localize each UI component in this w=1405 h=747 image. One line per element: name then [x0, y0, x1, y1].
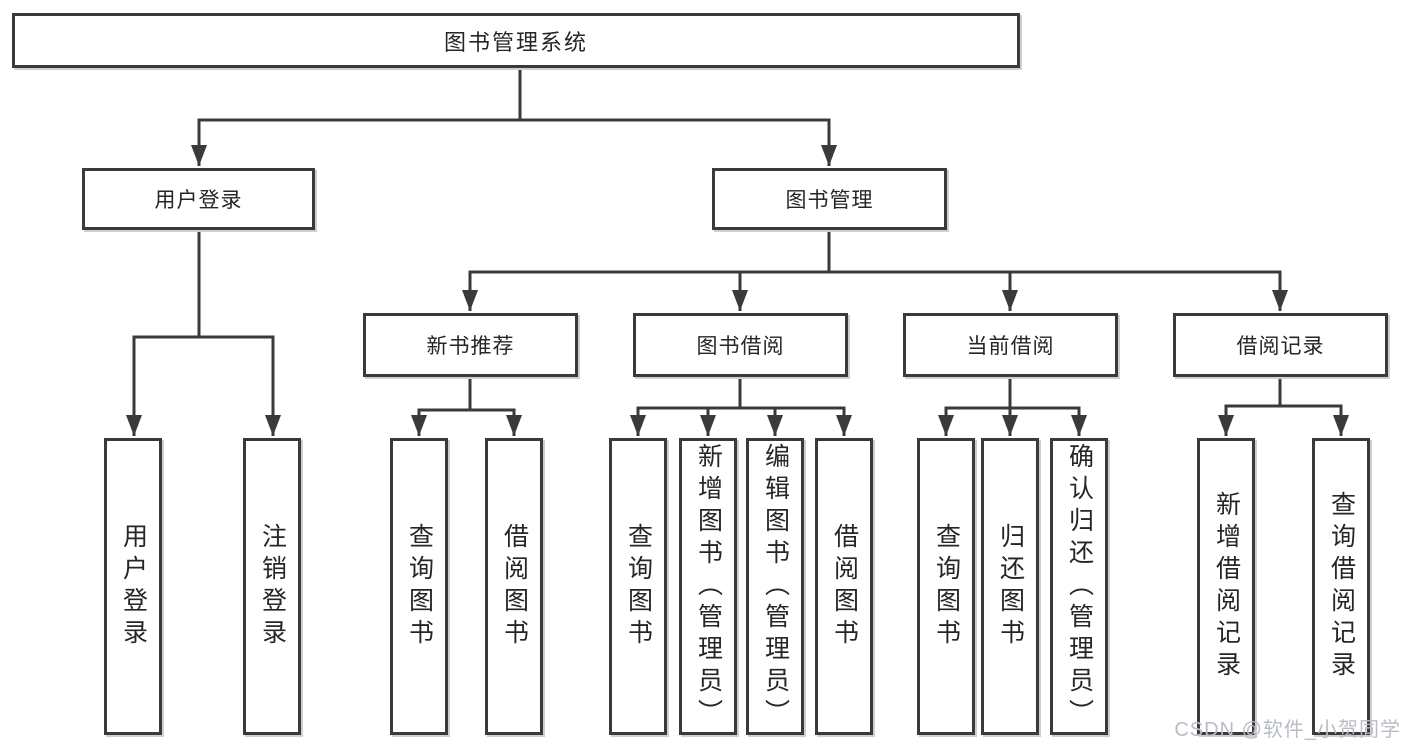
leaf-borrow-books: 借阅图书: [815, 438, 873, 735]
node-user-login: 用户登录: [82, 168, 315, 230]
node-book-management: 图书管理: [712, 168, 947, 230]
leaf-query-books-recommend: 查询图书: [390, 438, 448, 735]
node-label: 新增图书（管理员）: [694, 442, 723, 731]
node-label: 查询借阅记录: [1327, 490, 1356, 683]
node-label: 借阅图书: [830, 522, 859, 651]
leaf-query-borrow-record: 查询借阅记录: [1312, 438, 1370, 735]
leaf-query-books-current: 查询图书: [917, 438, 975, 735]
node-borrow-records: 借阅记录: [1173, 313, 1388, 377]
leaf-add-books-admin: 新增图书（管理员）: [679, 438, 737, 735]
node-label: 图书管理系统: [443, 29, 588, 55]
node-label: 用户登录: [154, 189, 243, 212]
leaf-borrow-books-recommend: 借阅图书: [485, 438, 543, 735]
leaf-edit-books-admin: 编辑图书（管理员）: [746, 438, 804, 735]
node-label: 新书推荐: [426, 335, 515, 358]
node-label: 用户登录: [119, 522, 148, 651]
node-label: 借阅记录: [1236, 335, 1325, 358]
node-label: 查询图书: [405, 522, 434, 651]
leaf-user-login: 用户登录: [104, 438, 162, 735]
node-label: 图书借阅: [696, 335, 785, 358]
node-label: 编辑图书（管理员）: [761, 442, 790, 731]
leaf-logout: 注销登录: [243, 438, 301, 735]
node-book-borrow: 图书借阅: [633, 313, 848, 377]
node-current-borrow: 当前借阅: [903, 313, 1118, 377]
node-library-management-system: 图书管理系统: [12, 13, 1020, 68]
node-new-book-recommend: 新书推荐: [363, 313, 578, 377]
node-label: 图书管理: [785, 189, 874, 212]
leaf-query-books-borrow: 查询图书: [609, 438, 667, 735]
node-label: 当前借阅: [966, 335, 1055, 358]
node-label: 注销登录: [258, 522, 287, 651]
node-label: 借阅图书: [500, 522, 529, 651]
leaf-return-books: 归还图书: [981, 438, 1039, 735]
node-label: 查询图书: [624, 522, 653, 651]
node-label: 归还图书: [996, 522, 1025, 651]
node-label: 确认归还（管理员）: [1065, 442, 1094, 731]
node-label: 查询图书: [932, 522, 961, 651]
leaf-add-borrow-record: 新增借阅记录: [1197, 438, 1255, 735]
node-label: 新增借阅记录: [1212, 490, 1241, 683]
leaf-confirm-return-admin: 确认归还（管理员）: [1050, 438, 1108, 735]
csdn-watermark: CSDN @软件_小贺同学: [1174, 719, 1401, 741]
